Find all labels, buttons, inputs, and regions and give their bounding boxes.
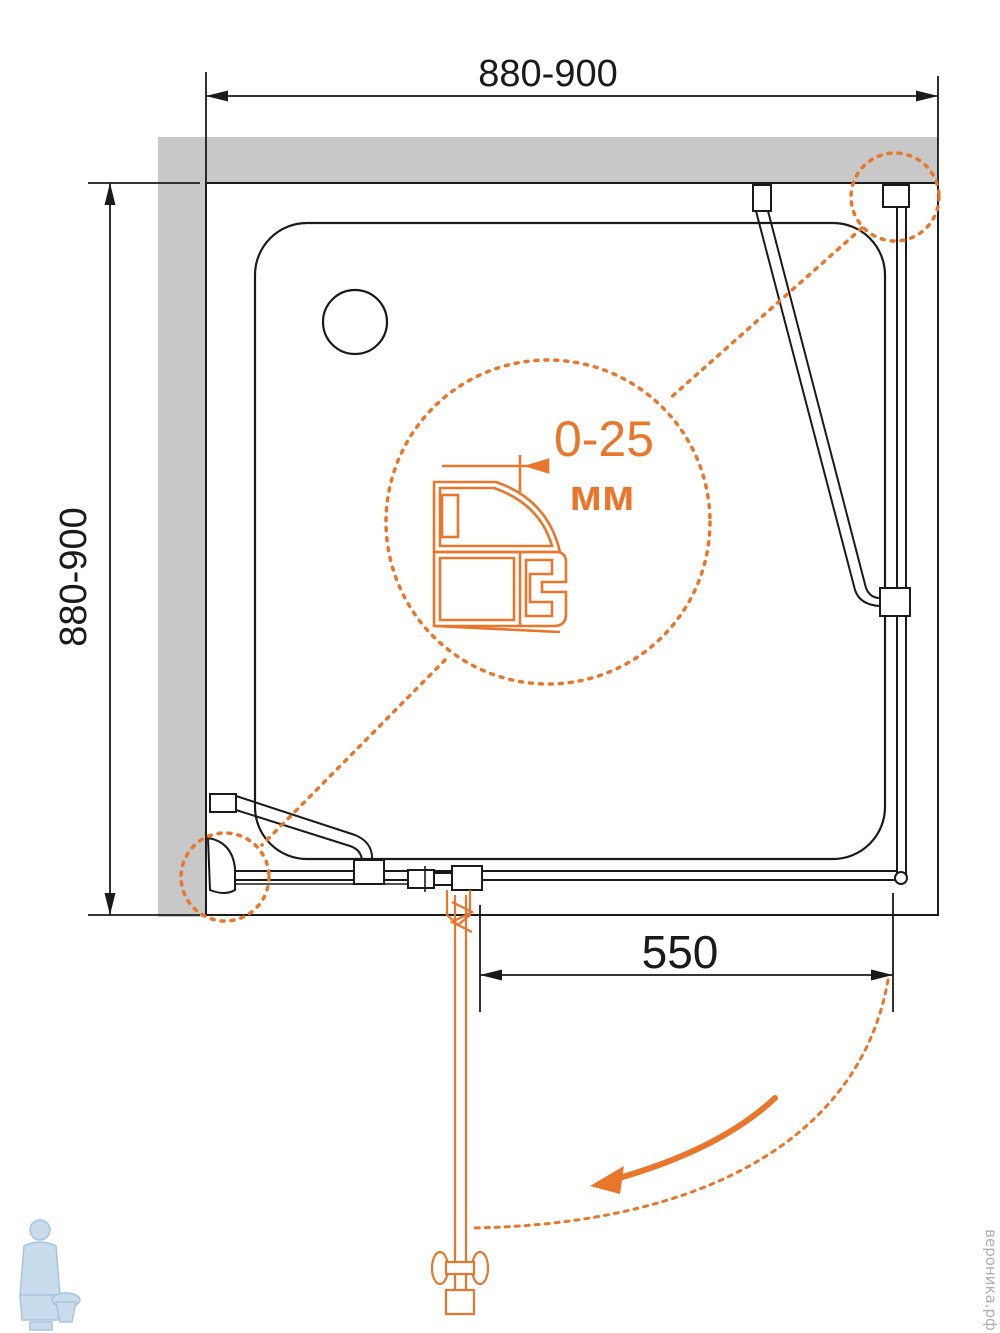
brand-logo-icon — [19, 1219, 81, 1331]
gap-value-label: 0-25 — [554, 411, 654, 467]
stabilizer-bar-top — [752, 184, 881, 607]
side-bracket — [879, 587, 911, 617]
door-hardware — [407, 865, 483, 892]
bottom-left-callout-circle — [179, 831, 271, 923]
door-opening-label: 550 — [642, 926, 719, 978]
bar-clamp — [353, 859, 385, 885]
shower-tray-outline — [205, 182, 939, 916]
open-door — [430, 890, 490, 1316]
watermark-text: вероника.рф — [982, 1229, 1000, 1331]
detail-magnifier-circle — [384, 358, 712, 686]
gap-unit-label: мм — [569, 471, 634, 520]
left-wall-bracket — [206, 836, 236, 894]
top-wall — [158, 137, 938, 183]
side-glass-panel — [879, 184, 911, 885]
door-swing-arc — [468, 978, 890, 1230]
drain-icon — [321, 288, 389, 356]
top-wall-bracket — [882, 184, 910, 208]
top-right-callout-circle — [849, 151, 941, 243]
detail-callouts — [179, 151, 941, 923]
tray-basin — [253, 221, 887, 861]
walls — [158, 137, 938, 917]
corner-hinge — [894, 871, 908, 885]
swing-direction-arrow — [590, 1095, 778, 1194]
door-opening-dimension: 550 — [479, 893, 894, 1012]
width-label: 880-900 — [478, 53, 617, 95]
profile-detail — [432, 455, 568, 634]
left-wall — [158, 137, 206, 917]
stabilizer-bar-bottom — [209, 793, 385, 885]
height-label: 880-900 — [53, 507, 95, 646]
height-dimension: 880-900 — [53, 182, 200, 916]
width-dimension: 880-900 — [205, 53, 939, 183]
